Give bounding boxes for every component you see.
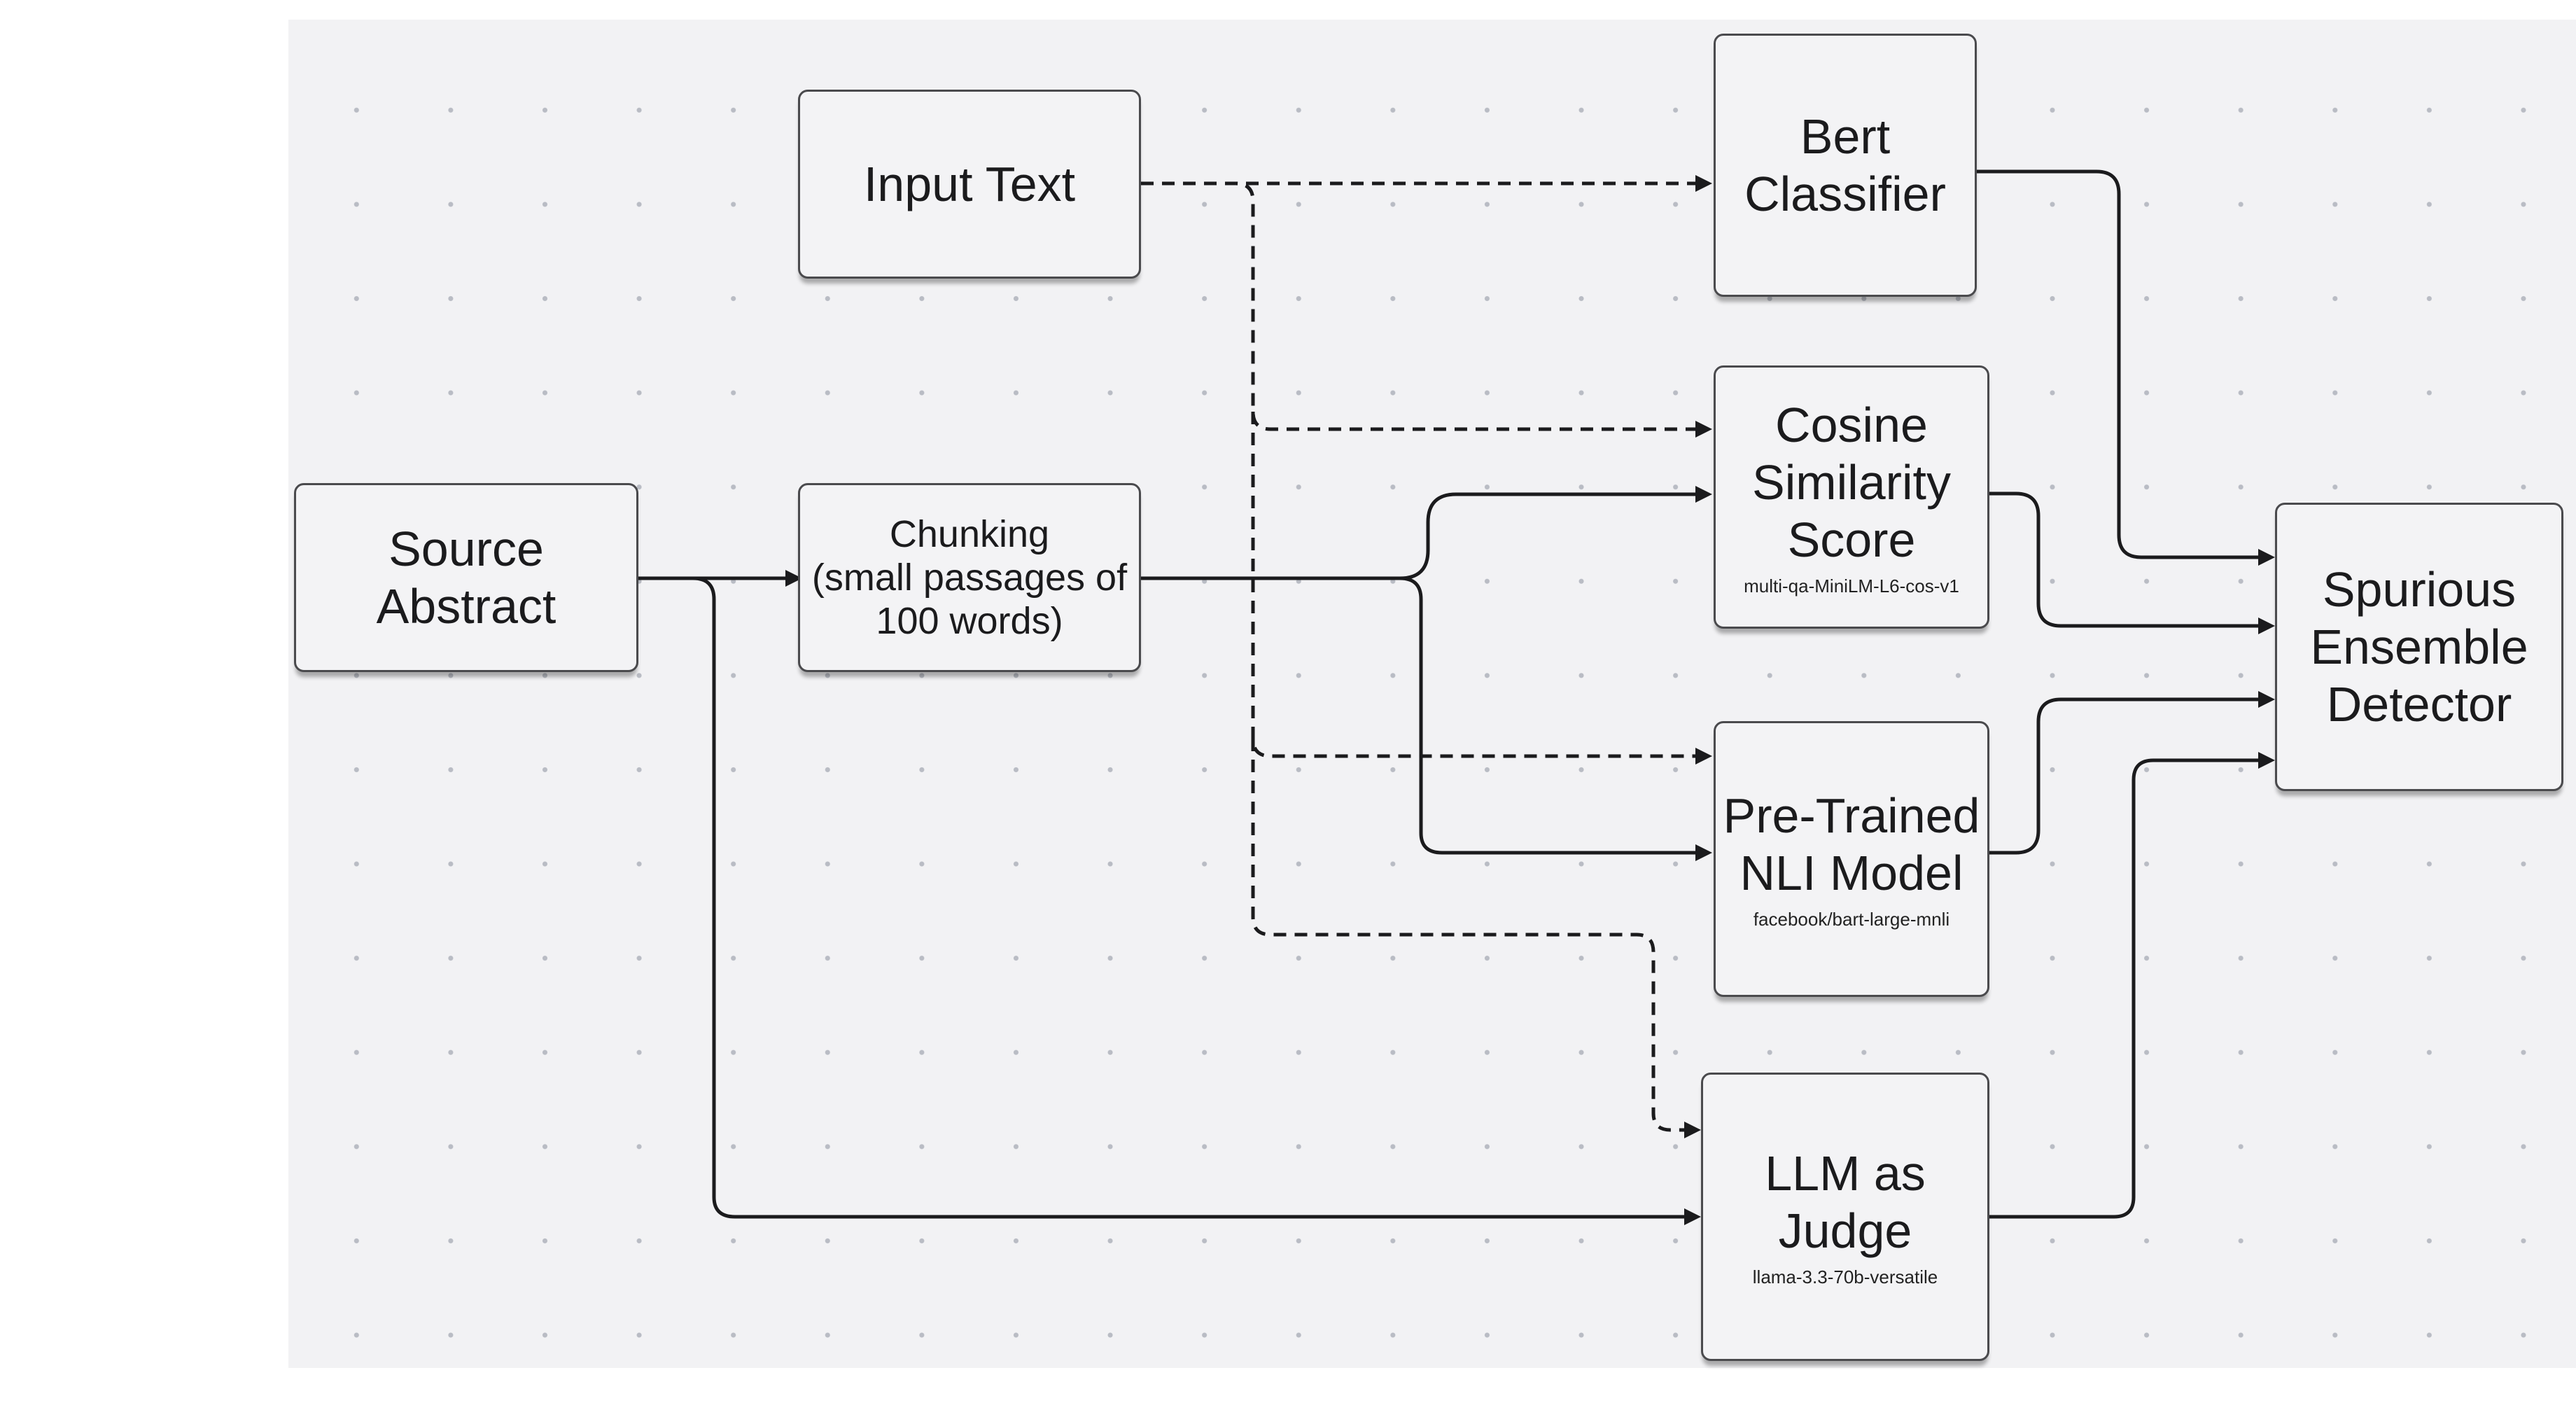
arrowhead xyxy=(2258,752,2275,769)
diagram-canvas xyxy=(288,20,2576,1368)
bert-classifier-label: Bert Classifier xyxy=(1744,109,1946,221)
edge-nli-to-ensemble xyxy=(1989,697,2271,855)
edge-bert-to-ensemble xyxy=(1963,169,2271,559)
arrowhead xyxy=(1684,1122,1701,1138)
arrowhead xyxy=(1695,748,1712,765)
nli-model-label: Pre-Trained NLI Model xyxy=(1723,788,1980,900)
arrowhead xyxy=(2258,549,2275,566)
edge-llm-to-ensemble xyxy=(1989,758,2271,1219)
arrowhead xyxy=(1695,486,1712,503)
llm-judge-label: LLM as Judge xyxy=(1765,1146,1926,1258)
edge-input-text-to-cosine xyxy=(1141,181,1708,431)
edge-cosine-to-ensemble xyxy=(1989,491,2271,628)
cosine-model-name: multi-qa-MiniLM-L6-cos-v1 xyxy=(1744,575,1959,596)
arrowhead xyxy=(2258,617,2275,634)
edge-input-text-to-llm xyxy=(1251,739,1695,1132)
edge-source-to-llm xyxy=(692,576,1695,1219)
nli-model-node[interactable]: Pre-Trained NLI Model facebook/bart-larg… xyxy=(1714,721,1989,997)
arrowhead xyxy=(785,570,802,587)
arrowhead xyxy=(1695,421,1712,438)
bert-classifier-node[interactable]: Bert Classifier xyxy=(1714,34,1977,297)
nli-model-name: facebook/bart-large-mnli xyxy=(1753,909,1950,930)
llm-judge-node[interactable]: LLM as Judge llama-3.3-70b-versatile xyxy=(1701,1073,1989,1361)
arrowhead xyxy=(2258,691,2275,708)
arrowhead xyxy=(1695,175,1712,192)
chunking-label: Chunking (small passages of 100 words) xyxy=(811,513,1128,642)
source-abstract-label: Source Abstract xyxy=(376,522,556,634)
cosine-similarity-label: Cosine Similarity Score xyxy=(1752,398,1951,567)
source-abstract-node[interactable]: Source Abstract xyxy=(294,483,638,672)
edge-chunking-to-cosine xyxy=(1141,492,1708,580)
edge-input-text-to-nli xyxy=(1251,412,1708,758)
chunking-node[interactable]: Chunking (small passages of 100 words) xyxy=(798,483,1141,672)
arrowhead xyxy=(1695,844,1712,861)
input-text-label: Input Text xyxy=(863,157,1076,211)
edge-chunking-to-nli xyxy=(1399,576,1708,855)
llm-model-name: llama-3.3-70b-versatile xyxy=(1752,1266,1938,1287)
arrowhead xyxy=(1684,1208,1701,1225)
input-text-node[interactable]: Input Text xyxy=(798,90,1141,279)
cosine-similarity-node[interactable]: Cosine Similarity Score multi-qa-MiniLM-… xyxy=(1714,365,1989,629)
spurious-ensemble-detector-node[interactable]: Spurious Ensemble Detector xyxy=(2275,503,2563,791)
spurious-ensemble-detector-label: Spurious Ensemble Detector xyxy=(2310,562,2528,732)
